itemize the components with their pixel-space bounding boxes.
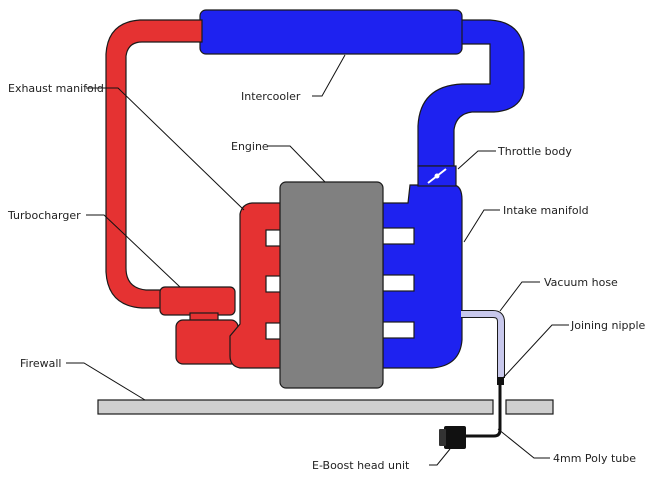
- label-intercooler: Intercooler: [241, 90, 301, 103]
- boost-line: [439, 310, 505, 449]
- label-throttle-body: Throttle body: [497, 145, 572, 158]
- intake-assembly: [382, 165, 463, 369]
- leader-intercooler: [312, 54, 346, 97]
- label-joining-nipple: Joining nipple: [570, 319, 646, 332]
- label-turbocharger: Turbocharger: [7, 209, 81, 222]
- intercooler: [199, 9, 463, 55]
- leader-throttle-body: [457, 150, 496, 170]
- turbo-housing: [175, 319, 239, 365]
- leader-joining-nipple: [502, 324, 569, 379]
- eboost-head-unit: [444, 426, 466, 449]
- turbo-to-intercooler-pipe: [105, 19, 203, 309]
- labels: Exhaust manifold Intercooler Engine Thro…: [7, 82, 646, 472]
- leader-vacuum-hose: [499, 281, 540, 312]
- intake-port-2: [382, 274, 415, 292]
- label-engine: Engine: [231, 140, 269, 153]
- leader-lines: [66, 54, 569, 466]
- exhaust-piping: [105, 19, 283, 369]
- label-eboost: E-Boost head unit: [312, 459, 410, 472]
- leader-intake-manifold: [463, 209, 500, 243]
- eboost-bezel: [439, 429, 446, 446]
- intercooler-right-pipe: [417, 19, 525, 167]
- intake-port-1: [382, 227, 415, 245]
- label-exhaust-manifold: Exhaust manifold: [8, 82, 104, 95]
- leader-firewall: [66, 362, 146, 401]
- vacuum-hose-fill: [461, 311, 504, 378]
- label-poly-tube: 4mm Poly tube: [553, 452, 636, 465]
- leader-exhaust-manifold: [86, 87, 245, 211]
- leader-eboost: [429, 448, 451, 466]
- engine-block: [279, 181, 384, 389]
- throttle-plate: [427, 168, 447, 184]
- intake-piping: [199, 9, 525, 167]
- leader-turbocharger: [86, 214, 181, 288]
- firewall: [97, 399, 554, 415]
- firewall-left: [97, 399, 494, 415]
- label-firewall: Firewall: [20, 357, 61, 370]
- joining-nipple: [497, 377, 504, 385]
- turbocharger: [159, 286, 236, 316]
- label-intake-manifold: Intake manifold: [503, 204, 589, 217]
- label-vacuum-hose: Vacuum hose: [544, 276, 618, 289]
- intake-port-3: [382, 321, 415, 339]
- vacuum-hose: [461, 310, 505, 378]
- leader-engine: [268, 145, 326, 183]
- firewall-right: [505, 399, 554, 415]
- leader-poly-tube: [497, 428, 550, 459]
